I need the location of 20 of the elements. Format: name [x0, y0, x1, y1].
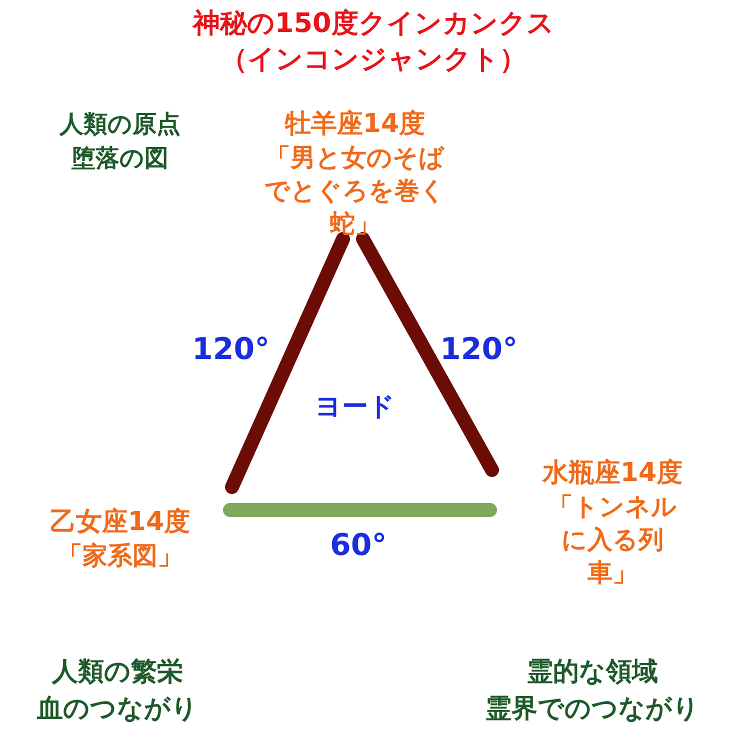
- note-text: 堕落の図: [70, 143, 170, 174]
- connector-line: [356, 232, 499, 477]
- symbol-text: 「家系図」: [56, 540, 184, 572]
- sign-heading: 牡羊座14度: [284, 108, 426, 140]
- note-text: 人類の原点: [58, 109, 182, 140]
- connector-line: [223, 503, 497, 517]
- edge-label: 120°: [192, 332, 270, 368]
- symbol-text: 「トンネルに入る列車」: [547, 491, 678, 589]
- edge-label: 120°: [440, 332, 518, 368]
- note-text: 血のつながり: [36, 693, 199, 726]
- edge-label: 60°: [330, 528, 387, 564]
- note-text: 人類の繁栄: [50, 656, 184, 689]
- note-text: 霊界でのつながり: [484, 693, 700, 726]
- note-text: 霊的な領域: [526, 656, 659, 689]
- sign-heading: 乙女座14度: [50, 506, 190, 539]
- connector-line: [225, 232, 350, 494]
- note-text: ヨード: [314, 391, 396, 424]
- sign-heading: 水瓶座14度: [542, 457, 683, 490]
- title: 神秘の150度クインカンクス（インコンジャンクト）: [191, 7, 556, 77]
- symbol-text: 「男と女のそばでとぐろを巻く蛇」: [264, 142, 446, 240]
